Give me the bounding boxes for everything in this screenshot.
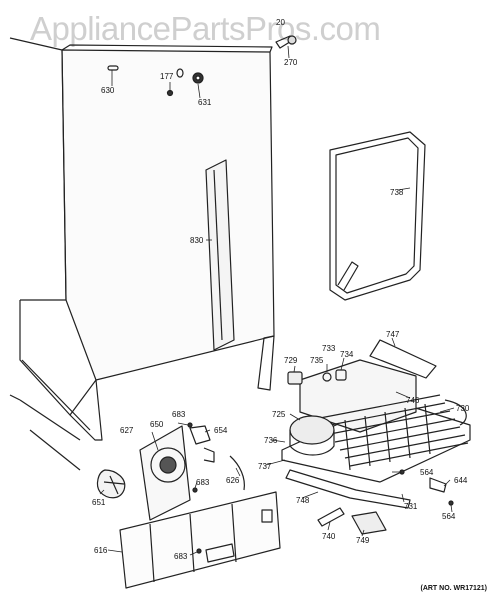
callout-830: 830 bbox=[190, 236, 204, 245]
callout-650: 650 bbox=[150, 420, 164, 429]
callout-747: 747 bbox=[386, 330, 400, 339]
callout-731: 731 bbox=[404, 502, 418, 511]
callout-736: 736 bbox=[264, 436, 278, 445]
callout-683-upper: 683 bbox=[172, 410, 186, 419]
callout-749: 749 bbox=[356, 536, 370, 545]
callout-651: 651 bbox=[92, 498, 106, 507]
door-gasket-738 bbox=[329, 131, 426, 301]
door-channel-830 bbox=[205, 159, 235, 351]
small-parts-top bbox=[107, 35, 297, 97]
callout-746: 746 bbox=[406, 396, 420, 405]
callout-564-lower: 564 bbox=[442, 512, 456, 521]
callout-725: 725 bbox=[272, 410, 286, 419]
callout-683-middle: 683 bbox=[196, 478, 210, 487]
callout-748: 748 bbox=[296, 496, 310, 505]
callout-740: 740 bbox=[322, 532, 336, 541]
callout-627: 627 bbox=[120, 426, 134, 435]
callout-729: 729 bbox=[284, 356, 298, 365]
callout-630: 630 bbox=[101, 86, 115, 95]
condenser-assembly bbox=[281, 339, 471, 509]
callout-734: 734 bbox=[340, 350, 354, 359]
callout-564-upper: 564 bbox=[420, 468, 434, 477]
cabinet bbox=[9, 37, 275, 471]
back-cover-616 bbox=[119, 491, 281, 589]
callout-654: 654 bbox=[214, 426, 228, 435]
callout-737: 737 bbox=[258, 462, 272, 471]
callout-616: 616 bbox=[94, 546, 108, 555]
callout-738: 738 bbox=[390, 188, 404, 197]
fan-blade-651 bbox=[96, 469, 126, 499]
art-number: (ART NO. WR17121) bbox=[420, 585, 487, 592]
small-parts-bottom bbox=[187, 422, 454, 554]
leader-lines bbox=[99, 45, 455, 556]
callout-631: 631 bbox=[198, 98, 212, 107]
callout-683-lower: 683 bbox=[174, 552, 188, 561]
callout-20: 20 bbox=[276, 18, 285, 27]
callout-626: 626 bbox=[226, 476, 240, 485]
callout-735: 735 bbox=[310, 356, 324, 365]
callout-644: 644 bbox=[454, 476, 468, 485]
callout-733: 733 bbox=[322, 344, 336, 353]
watermark: AppliancePartsPros.com bbox=[30, 10, 381, 47]
fan-shroud-650 bbox=[139, 425, 245, 521]
callout-730: 730 bbox=[456, 404, 470, 413]
callout-177: 177 bbox=[160, 72, 174, 81]
callout-270: 270 bbox=[284, 58, 298, 67]
